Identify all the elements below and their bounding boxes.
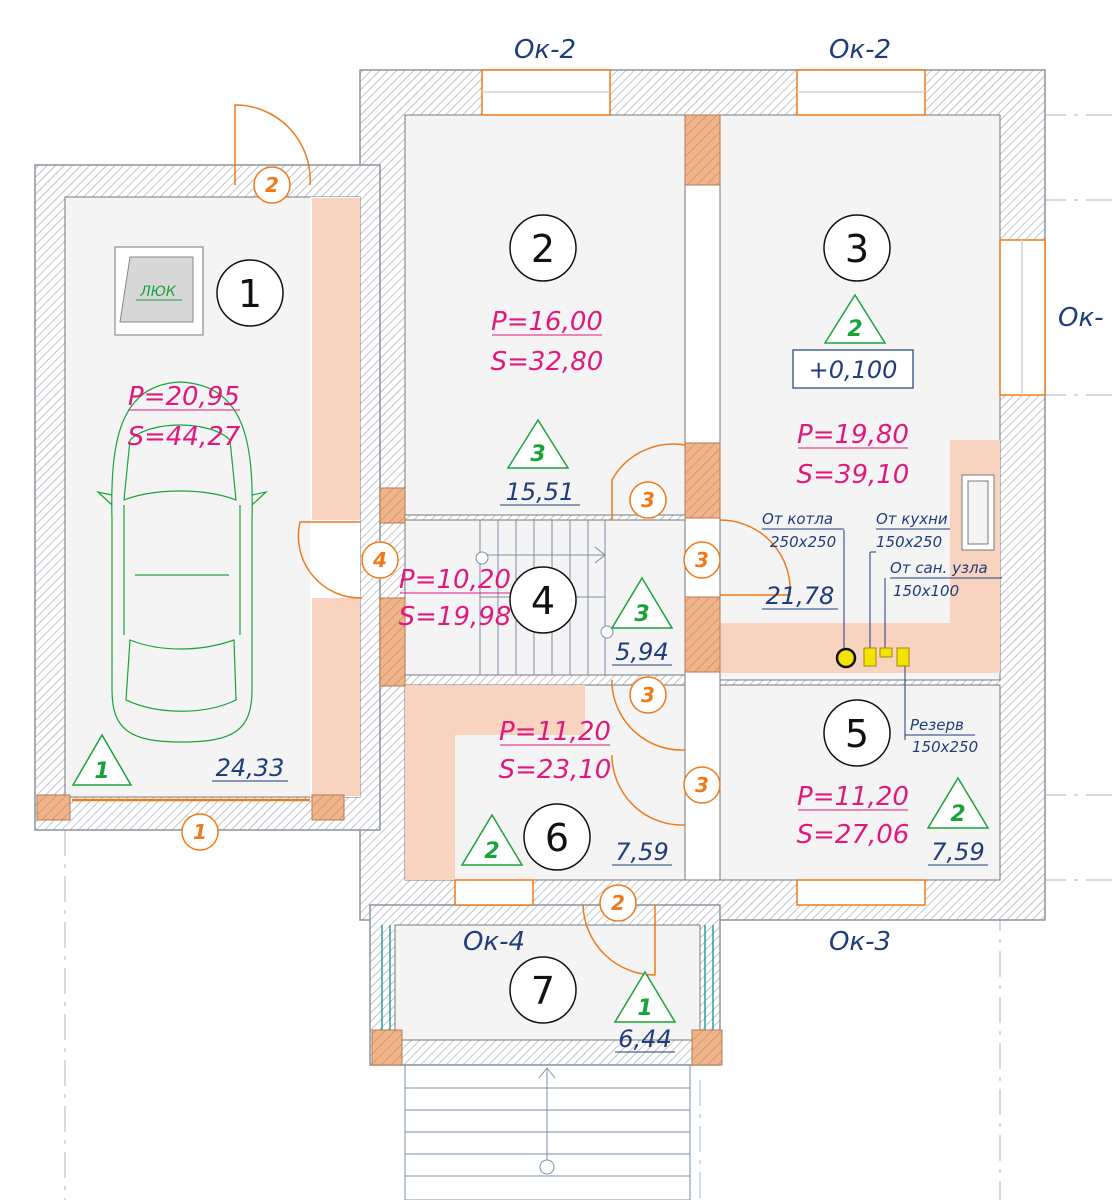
window-label-side: Ок- xyxy=(1058,303,1104,333)
door-hall-side: 4 xyxy=(372,548,387,572)
floor-hatch: ЛЮК xyxy=(114,246,204,336)
hatch-label: ЛЮК xyxy=(139,284,177,300)
room-6-finish: 2 xyxy=(484,839,499,864)
door-markers xyxy=(181,166,721,922)
room-floors xyxy=(64,114,1001,1041)
level-mark: +0,100 xyxy=(792,349,914,389)
door-marker-text: 2 1 4 3 3 3 3 2 xyxy=(193,173,709,915)
room-1-square: S=44,27 xyxy=(128,422,241,452)
door-front: 2 xyxy=(611,891,625,915)
room-2-square: S=32,80 xyxy=(491,347,604,377)
note-leaders xyxy=(762,528,1002,736)
room-6-perimeter: P=11,20 xyxy=(499,717,611,747)
porch-glazing xyxy=(381,925,714,1030)
accent-blocks xyxy=(312,198,1000,880)
room-5-area: 7,59 xyxy=(931,838,984,866)
room-number-4: 4 xyxy=(531,579,555,623)
room-number-5: 5 xyxy=(845,712,869,756)
door-room-2: 3 xyxy=(641,488,655,512)
room-6-area: 7,59 xyxy=(615,838,668,866)
room-areas: 24,33 15,51 21,78 5,94 7,59 7,59 6,44 xyxy=(216,478,985,1053)
room-3-square: S=39,10 xyxy=(797,460,910,490)
room-5-perimeter: P=11,20 xyxy=(797,782,909,812)
room-2-finish: 3 xyxy=(530,442,545,467)
note-boiler: От котла xyxy=(762,510,833,528)
appliance-icon xyxy=(961,474,995,551)
note-kitchen: От кухни xyxy=(876,510,948,528)
vent-markers xyxy=(835,530,910,740)
room-2-area: 15,51 xyxy=(506,478,575,506)
room-5-finish: 2 xyxy=(950,802,965,827)
window-labels: Ок-2 Ок-2 Ок- Ок-4 Ок-3 xyxy=(463,35,1104,957)
area-underlines xyxy=(128,334,988,1053)
room-6-square: S=23,10 xyxy=(499,755,612,785)
note-reserve-size: 150x250 xyxy=(912,738,978,756)
room-4-square: S=19,98 xyxy=(399,602,512,632)
room-3-perimeter: P=19,80 xyxy=(797,420,909,450)
door-swings xyxy=(72,104,791,976)
room-7-area: 6,44 xyxy=(618,1025,671,1053)
room-number-text: 1 2 3 4 5 6 7 xyxy=(238,227,869,1013)
room-3-finish: 2 xyxy=(847,317,862,342)
boiler-marker xyxy=(835,647,857,669)
door-stairs-low: 3 xyxy=(641,683,655,707)
room-number-2: 2 xyxy=(531,227,555,271)
note-boiler-size: 250x250 xyxy=(770,533,836,551)
door-gate: 1 xyxy=(193,820,207,844)
window-label-ok3: Ок-3 xyxy=(829,927,891,957)
room-5-square: S=27,06 xyxy=(797,820,910,850)
room-3-level: +0,100 xyxy=(809,356,898,384)
window-label-ok4: Ок-4 xyxy=(463,927,525,957)
door-entry-garage: 2 xyxy=(265,173,279,197)
room-4-perimeter: P=10,20 xyxy=(399,565,511,595)
room-2-perimeter: P=16,00 xyxy=(491,307,603,337)
door-room-3: 3 xyxy=(695,548,709,572)
room-3-area: 21,78 xyxy=(766,582,835,610)
entry-steps xyxy=(404,1064,691,1200)
room-1-perimeter: P=20,95 xyxy=(128,382,240,412)
note-bath: От сан. узла xyxy=(890,559,988,577)
room-dimensions: P=20,95 S=44,27 P=16,00 S=32,80 P=19,80 … xyxy=(128,307,910,850)
note-bath-size: 150x100 xyxy=(893,582,959,600)
room-number-7: 7 xyxy=(531,969,555,1013)
note-kitchen-size: 150x250 xyxy=(876,533,942,551)
room-1-area: 24,33 xyxy=(216,754,285,782)
room-numbers xyxy=(216,214,891,1024)
door-room-5: 3 xyxy=(695,773,709,797)
room-7-finish: 1 xyxy=(637,996,652,1021)
stairs xyxy=(475,520,614,675)
car-icon xyxy=(95,381,269,743)
window-label-ok2-left: Ок-2 xyxy=(514,35,576,65)
room-4-area: 5,94 xyxy=(615,638,668,666)
columns xyxy=(36,114,723,1066)
window-label-ok2-right: Ок-2 xyxy=(829,35,891,65)
room-number-6: 6 xyxy=(545,816,569,860)
finish-triangle-text: 1 3 2 3 2 2 1 xyxy=(94,317,965,1021)
room-number-3: 3 xyxy=(845,227,869,271)
note-reserve: Резерв xyxy=(910,716,964,734)
window-frames xyxy=(454,69,1046,906)
vent-notes: От котла 250x250 От кухни 150x250 От сан… xyxy=(762,510,988,756)
room-4-finish: 3 xyxy=(634,602,649,627)
finish-triangles xyxy=(71,293,990,1023)
room-number-1: 1 xyxy=(238,272,262,316)
room-1-finish: 1 xyxy=(94,759,109,784)
